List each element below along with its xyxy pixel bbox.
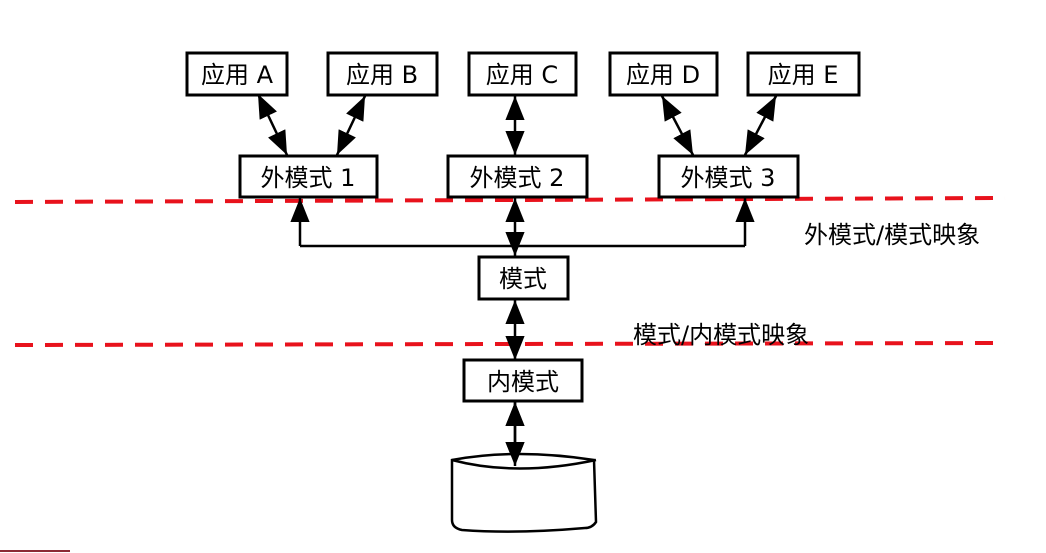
edge-app-e-ext-3 (743, 95, 778, 156)
app-c-label: 应用 C (486, 61, 558, 89)
external-schema-mapping-label: 外模式/模式映象 (804, 221, 980, 249)
app-b-box: 应用 B (326, 51, 439, 97)
external-schema-mapping-line (14, 196, 1006, 204)
app-e-box: 应用 E (746, 51, 861, 97)
ext-2-box: 外模式 2 (446, 154, 589, 199)
ext-1-label: 外模式 1 (261, 164, 356, 192)
schema-label: 模式 (499, 265, 547, 293)
app-d-label: 应用 D (626, 61, 700, 89)
ext-3-box: 外模式 3 (657, 154, 800, 199)
app-a-box: 应用 A (185, 51, 289, 97)
app-a-label: 应用 A (201, 61, 274, 89)
ext-3-label: 外模式 3 (681, 164, 776, 192)
app-d-box: 应用 D (608, 51, 719, 97)
database-cylinder-icon (450, 452, 598, 533)
internal-schema-box: 内模式 (462, 358, 584, 403)
app-e-label: 应用 E (768, 61, 839, 89)
ext-2-label: 外模式 2 (470, 164, 565, 192)
schema-internal-mapping-label: 模式/内模式映象 (633, 321, 809, 349)
schema-internal-mapping-line (14, 341, 1006, 347)
internal-schema-label: 内模式 (487, 368, 559, 396)
edge-app-d-ext-3 (660, 95, 695, 156)
app-c-box: 应用 C (467, 51, 578, 97)
ext-1-box: 外模式 1 (238, 154, 379, 199)
app-b-label: 应用 B (346, 61, 418, 89)
edge-app-a-ext-1 (256, 93, 289, 156)
schema-box: 模式 (477, 255, 570, 301)
edge-app-b-ext-1 (335, 95, 367, 156)
